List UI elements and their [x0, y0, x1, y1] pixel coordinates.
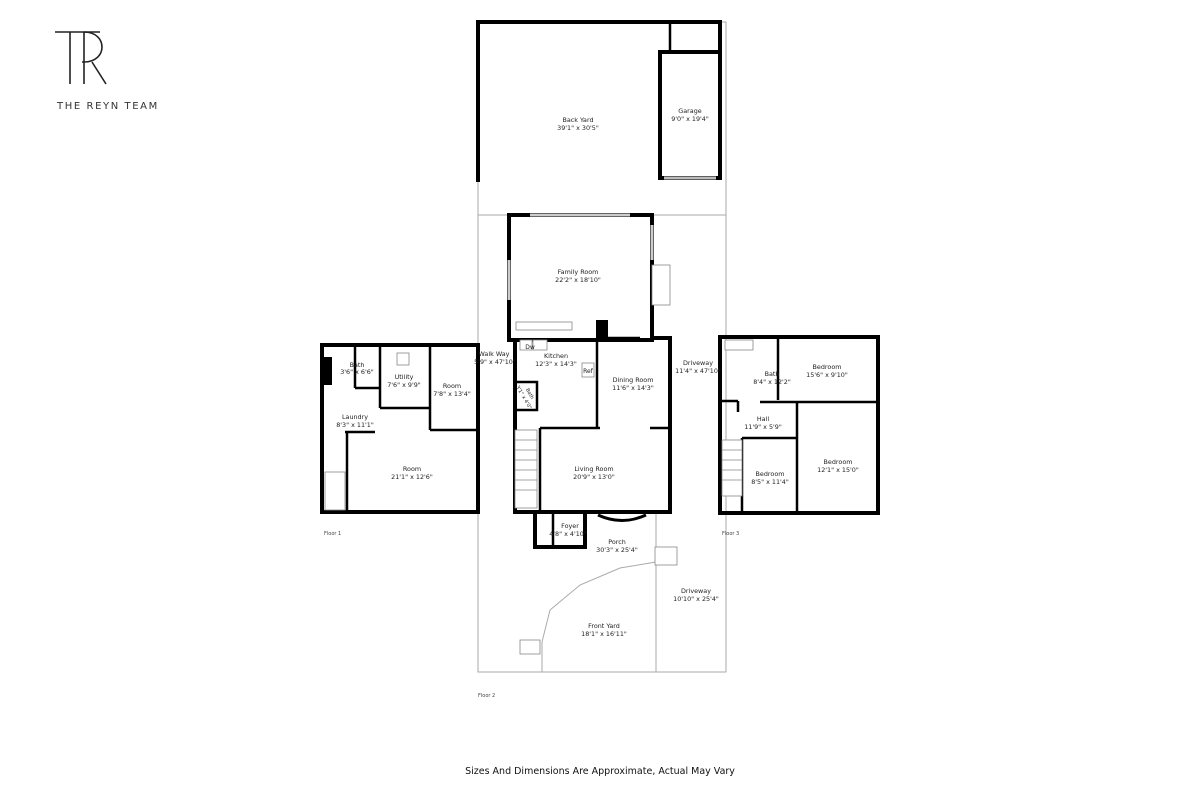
room-dims: 10'10" x 25'4" — [673, 595, 719, 603]
dishwasher-label: Dw — [525, 344, 535, 351]
room-dims: 11'9" x 5'9" — [744, 423, 782, 431]
floor3-labels: Bath 8'4" x 12'2" Bedroom 15'6" x 9'10" … — [722, 363, 859, 537]
floor1-plan — [320, 343, 480, 514]
room-name: Utility — [395, 373, 414, 381]
room-name: Bedroom — [824, 458, 853, 466]
half-bath — [513, 380, 539, 412]
room-name: Bath — [524, 387, 535, 400]
room-name: Kitchen — [544, 352, 568, 360]
room-dims: 7'6" x 9'9" — [387, 381, 421, 389]
room-dims: 12'1" x 15'0" — [817, 466, 859, 474]
room-name: Bedroom — [813, 363, 842, 371]
room-dims: 22'2" x 18'10" — [555, 276, 601, 284]
room-dims: 18'1" x 16'11" — [581, 630, 627, 638]
room-name: Hall — [757, 415, 769, 423]
room-dims: 39'1" x 30'5" — [557, 124, 599, 132]
room-name: Family Room — [558, 268, 599, 276]
floor3-plan — [718, 335, 880, 515]
room-dims: 15'6" x 9'10" — [806, 371, 848, 379]
disclaimer-footer: Sizes And Dimensions Are Approximate, Ac… — [465, 766, 735, 777]
room-name: Bath — [350, 361, 365, 369]
room-dims: 8'5" x 11'4" — [751, 478, 789, 486]
refrigerator-label: Ref — [583, 368, 594, 375]
room-name: Laundry — [342, 413, 368, 421]
room-dims: 9'0" x 19'4" — [671, 115, 709, 123]
room-name: Driveway — [683, 359, 713, 367]
room-dims: 20'9" x 13'0" — [573, 473, 615, 481]
room-dims: 30'3" x 25'4" — [596, 546, 638, 554]
room-dims: 4'8" x 4'10" — [549, 530, 587, 538]
logo — [55, 31, 107, 85]
room-name: Porch — [608, 538, 626, 546]
room-dims: 12'3" x 14'3" — [535, 360, 577, 368]
room-dims: 11'4" x 47'10" — [675, 367, 721, 375]
room-dims: 5'9" x 47'10" — [474, 358, 516, 366]
floor2-labels: Back Yard 39'1" x 30'5" Garage 9'0" x 19… — [474, 107, 721, 699]
room-dims: 7'8" x 13'4" — [433, 390, 471, 398]
room-name: Walk Way — [479, 350, 510, 358]
room-dims: 21'1" x 12'6" — [391, 473, 433, 481]
brand-name: THE REYN TEAM — [57, 101, 159, 112]
floor1-labels: Bath 3'6" x 6'6" Utility 7'6" x 9'9" Roo… — [324, 361, 471, 537]
foyer — [533, 510, 587, 549]
room-dims: 8'4" x 12'2" — [753, 378, 791, 386]
room-name: Garage — [678, 107, 701, 115]
floor-label: Floor 1 — [324, 531, 341, 537]
front-yard-boundary — [541, 561, 657, 672]
room-name: Living Room — [574, 465, 613, 473]
room-dims: 8'3" x 11'1" — [336, 421, 374, 429]
room-name: Dining Room — [613, 376, 654, 384]
room-name: Bedroom — [756, 470, 785, 478]
room-dims: 3'6" x 6'6" — [340, 368, 374, 376]
room-name: Bath — [765, 370, 780, 378]
room-name: Foyer — [561, 522, 579, 530]
room-name: Room — [403, 465, 421, 473]
floor2-plan — [476, 20, 727, 673]
floor-label: Floor 2 — [478, 693, 495, 699]
room-name: Room — [443, 382, 461, 390]
room-name: Driveway — [681, 587, 711, 595]
room-name: Back Yard — [562, 116, 593, 124]
floor-label: Floor 3 — [722, 531, 739, 537]
logo-mark-icon — [55, 31, 107, 85]
room-dims: 11'6" x 14'3" — [612, 384, 654, 392]
room-name: Front Yard — [588, 622, 620, 630]
